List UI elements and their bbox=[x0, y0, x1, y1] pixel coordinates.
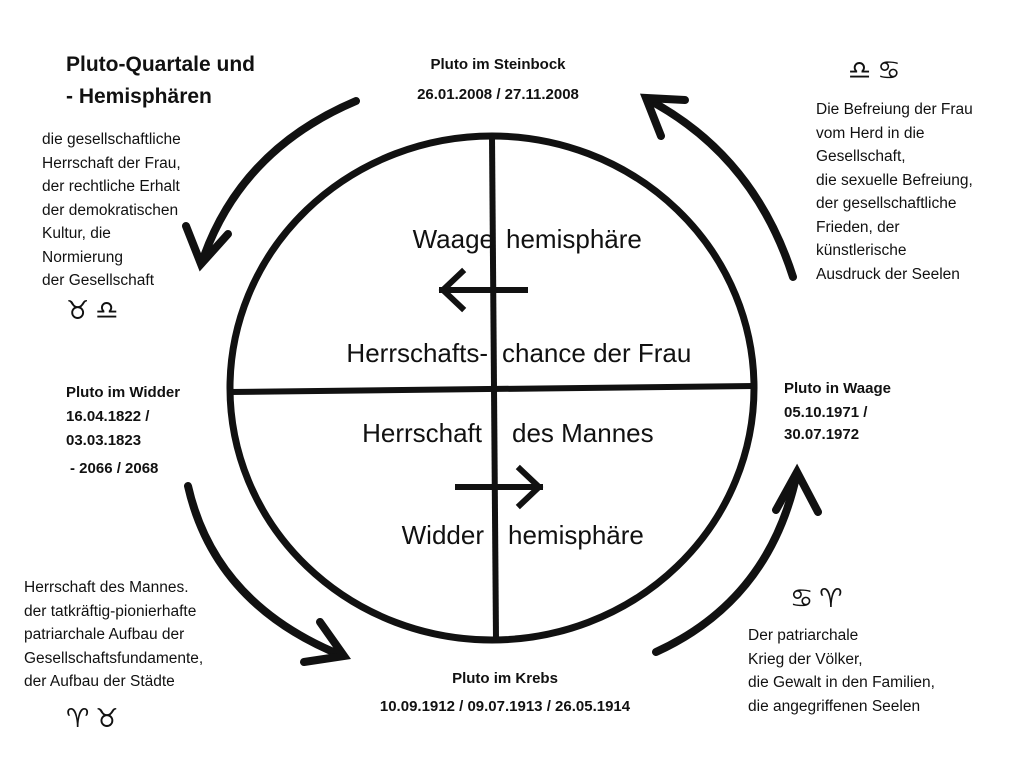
top-dates: 26.01.2008 / 27.11.2008 bbox=[417, 86, 579, 103]
bottom-right-description: Der patriarchale Krieg der Völker, die G… bbox=[748, 624, 935, 718]
description-line: Herrschaft des Mannes. bbox=[24, 579, 189, 596]
inner-herrschafts: Herrschafts- bbox=[346, 338, 488, 368]
description-line: die Gewalt in den Familien, bbox=[748, 674, 935, 691]
bottom-left-description: Herrschaft des Mannes. der tatkräftig-pi… bbox=[24, 576, 203, 694]
description-line: Die Befreiung der Frau bbox=[816, 101, 973, 118]
description-line: patriarchale Aufbau der bbox=[24, 626, 185, 643]
left-dates-1: 16.04.1822 / bbox=[66, 408, 150, 425]
inner-chance-der-frau: chance der Frau bbox=[502, 338, 692, 368]
top-right-description: Die Befreiung der Frau vom Herd in die G… bbox=[816, 98, 973, 286]
cancer-aries-symbols: ♋♈ bbox=[790, 584, 849, 614]
description-line: Gesellschaftsfundamente, bbox=[24, 649, 204, 667]
right-arrow bbox=[455, 464, 544, 510]
bottom-label: Pluto im Krebs bbox=[452, 670, 558, 687]
description-line: der Aufbau der Städte bbox=[24, 673, 175, 690]
description-line: Krieg der Völker, bbox=[748, 650, 863, 668]
inner-waage: Waage bbox=[412, 224, 494, 254]
inner-hemisphaere-upper: hemisphäre bbox=[506, 224, 642, 254]
arrow-bottom-left bbox=[184, 482, 352, 666]
top-left-description: die gesellschaftliche Herrschaft der Fra… bbox=[42, 128, 181, 293]
arrow-top-right bbox=[639, 93, 797, 281]
taurus-libra-symbols: ♉♎ bbox=[66, 296, 125, 326]
page-subtitle: - Hemisphären bbox=[66, 85, 212, 108]
horizontal-axis bbox=[229, 383, 755, 395]
inner-herrschaft: Herrschaft bbox=[362, 418, 482, 448]
description-line: künstlerische bbox=[816, 242, 907, 259]
description-line: Gesellschaft, bbox=[816, 148, 906, 165]
description-line: der Gesellschaft bbox=[42, 272, 154, 289]
right-label: Pluto in Waage bbox=[784, 380, 891, 397]
page-title: Pluto-Quartale und bbox=[66, 53, 255, 76]
bottom-dates: 10.09.1912 / 09.07.1913 / 26.05.1914 bbox=[379, 698, 631, 715]
description-line: die angegriffenen Seelen bbox=[748, 697, 921, 715]
left-label: Pluto im Widder bbox=[66, 384, 181, 401]
inner-widder: Widder bbox=[401, 520, 484, 550]
description-line: vom Herd in die bbox=[816, 124, 925, 142]
arrow-top-left bbox=[182, 97, 360, 272]
description-line: der demokratischen bbox=[42, 201, 179, 219]
description-line: der gesellschaftliche bbox=[816, 195, 957, 212]
right-dates-2: 30.07.1972 bbox=[784, 426, 860, 443]
left-dates-2: 03.03.1823 bbox=[66, 432, 142, 449]
description-line: Kultur, die bbox=[42, 225, 111, 242]
description-line: die sexuelle Befreiung, bbox=[816, 171, 973, 189]
description-line: Frieden, der bbox=[816, 218, 900, 236]
top-label: Pluto im Steinbock bbox=[430, 56, 566, 73]
description-line: Der patriarchale bbox=[748, 627, 859, 644]
description-line: die gesellschaftliche bbox=[42, 131, 181, 148]
libra-cancer-symbols: ♎♋ bbox=[848, 56, 907, 86]
right-dates-1: 05.10.1971 / bbox=[784, 404, 868, 421]
arrow-bottom-right bbox=[652, 463, 822, 656]
aries-taurus-symbols: ♈♉ bbox=[66, 704, 125, 734]
description-line: der tatkräftig-pionierhafte bbox=[24, 602, 197, 620]
description-line: Ausdruck der Seelen bbox=[816, 265, 960, 283]
inner-des-mannes: des Mannes bbox=[512, 418, 654, 448]
inner-hemisphaere-lower: hemisphäre bbox=[508, 520, 644, 550]
left-dates-3: - 2066 / 2068 bbox=[70, 460, 159, 477]
description-line: Herrschaft der Frau, bbox=[42, 154, 181, 172]
description-line: der rechtliche Erhalt bbox=[42, 178, 180, 195]
description-line: Normierung bbox=[42, 248, 123, 266]
left-arrow bbox=[438, 267, 528, 313]
